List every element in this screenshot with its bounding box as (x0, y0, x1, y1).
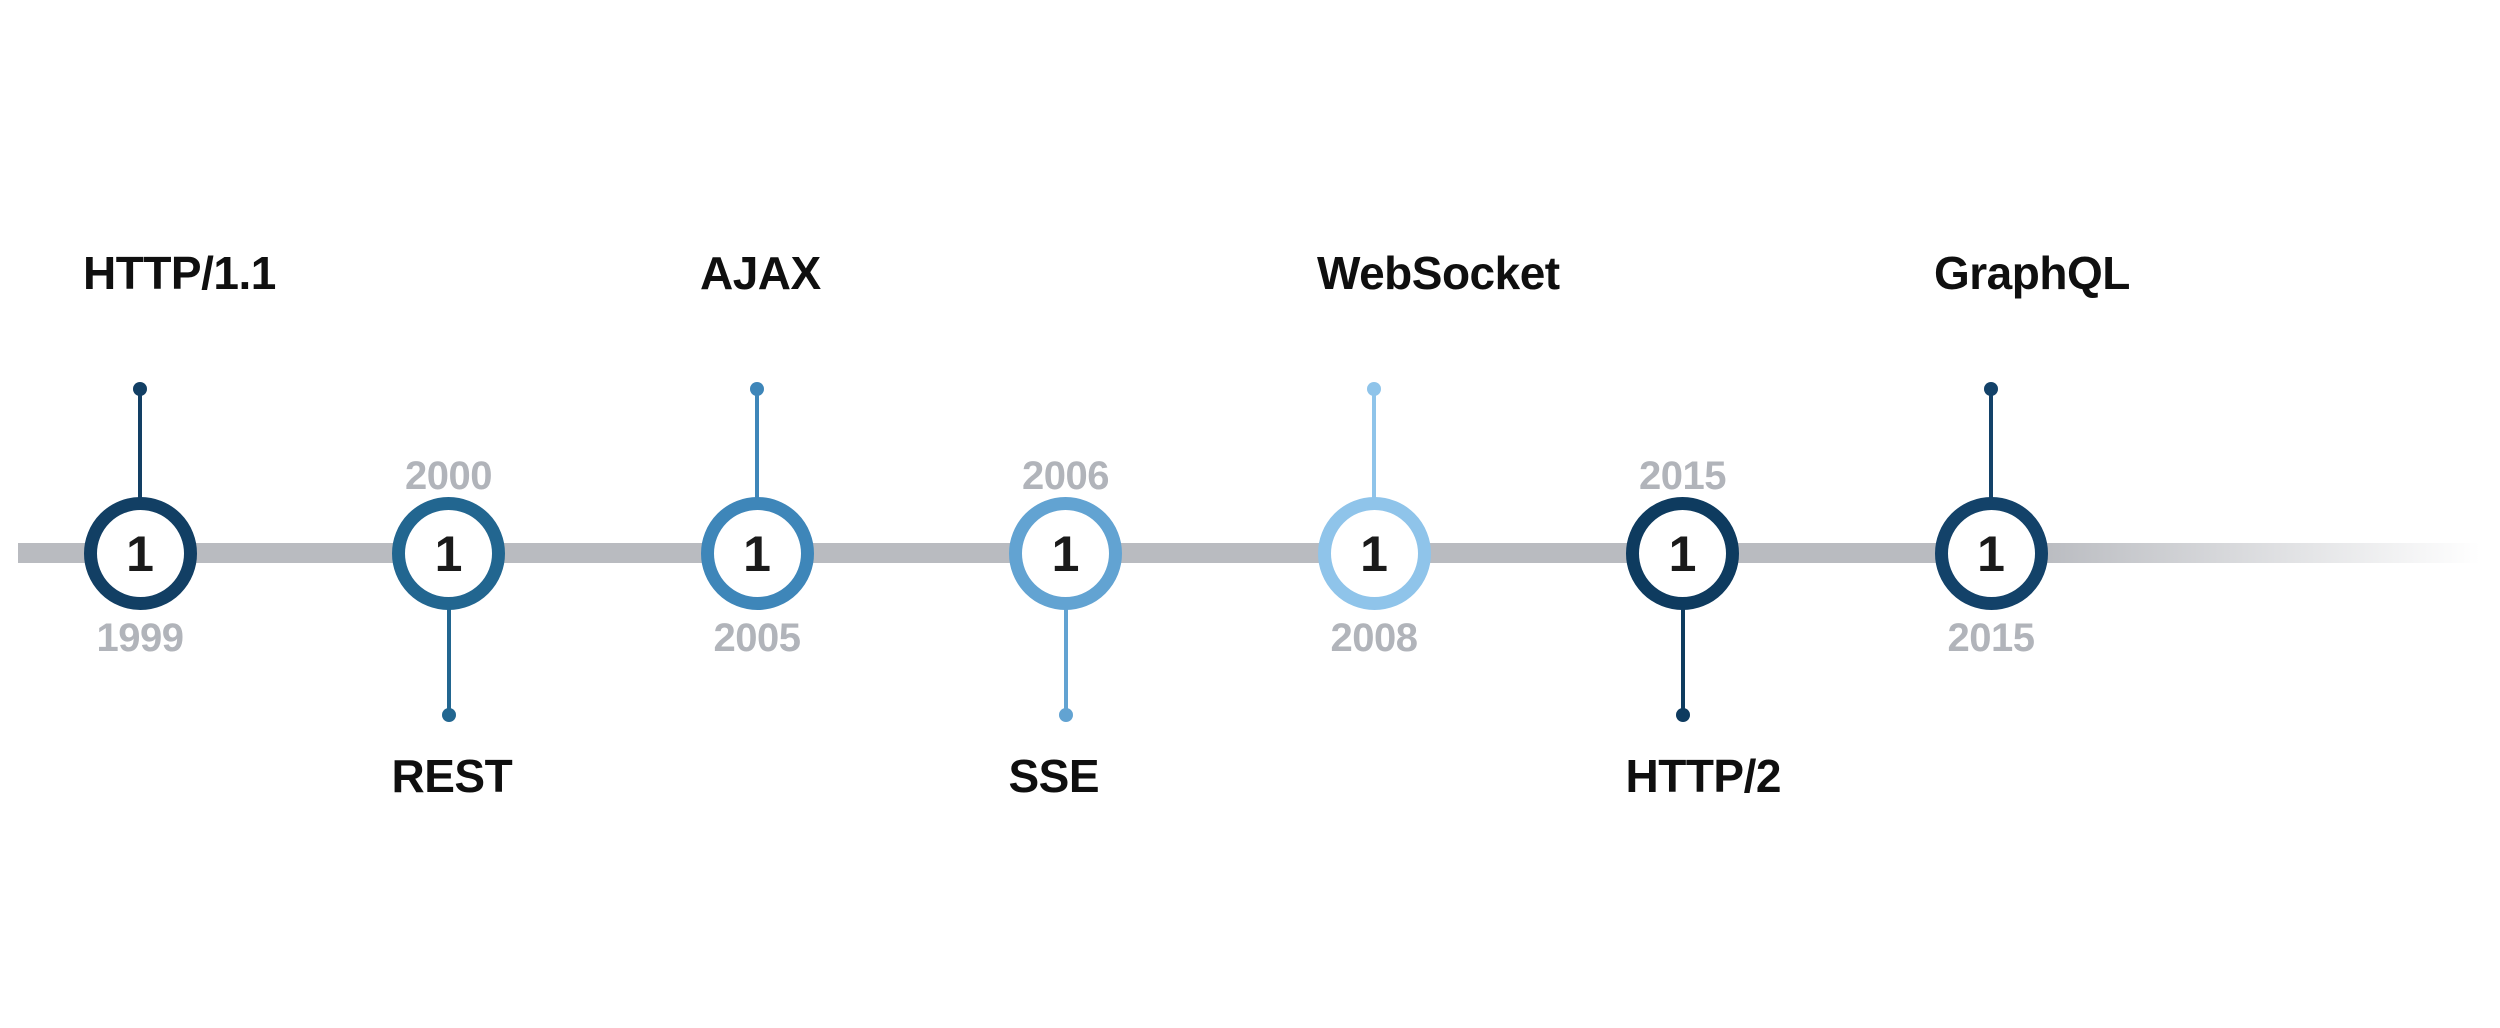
event-badge-number: 1 (1668, 526, 1697, 582)
event-stem-dot (133, 382, 147, 396)
timeline-bar (18, 543, 2480, 563)
event-stem (1680, 603, 1685, 715)
event-stem (1063, 603, 1068, 715)
event-name-label: GraphQL (1934, 247, 2130, 299)
event-stem-dot (1367, 382, 1381, 396)
event-circle: 1 (1626, 496, 1739, 610)
event-year-label: 2000 (405, 454, 492, 498)
event-year-label: 1999 (96, 616, 184, 660)
event-name-label: REST (391, 750, 513, 802)
event-stem (755, 389, 759, 503)
event-stem-dot (750, 382, 764, 396)
event-year-label: 2005 (713, 616, 801, 660)
event-year-label: 2015 (1947, 616, 2035, 660)
event-circle: 1 (392, 496, 505, 610)
event-stem (1372, 389, 1376, 503)
event-badge-number: 1 (1051, 526, 1080, 582)
event-badge-number: 1 (434, 526, 463, 582)
event-badge-number: 1 (1360, 526, 1388, 582)
event-badge-number: 1 (126, 526, 154, 582)
event-name-label: AJAX (700, 247, 821, 299)
event-stem-dot (1058, 708, 1073, 722)
event-year-label: 2006 (1022, 454, 1109, 498)
event-stem (138, 389, 142, 503)
event-name-label: WebSocket (1317, 247, 1560, 299)
event-stem-dot (1675, 708, 1690, 722)
event-name-label: HTTP/2 (1625, 750, 1782, 802)
event-stem (446, 603, 451, 715)
event-name-label: HTTP/1.1 (83, 247, 276, 299)
event-circle: 1 (1317, 496, 1431, 610)
event-stem-dot (1984, 382, 1998, 396)
event-circle: 1 (1934, 496, 2048, 610)
event-stem-dot (441, 708, 456, 722)
event-year-label: 2015 (1639, 454, 1726, 498)
event-circle: 1 (1009, 496, 1122, 610)
event-year-label: 2008 (1330, 616, 1418, 660)
event-name-label: SSE (1008, 750, 1100, 802)
event-circle: 1 (700, 496, 814, 610)
event-stem (1989, 389, 1993, 503)
event-circle: 1 (83, 496, 197, 610)
event-badge-number: 1 (1977, 526, 2005, 582)
event-badge-number: 1 (743, 526, 771, 582)
